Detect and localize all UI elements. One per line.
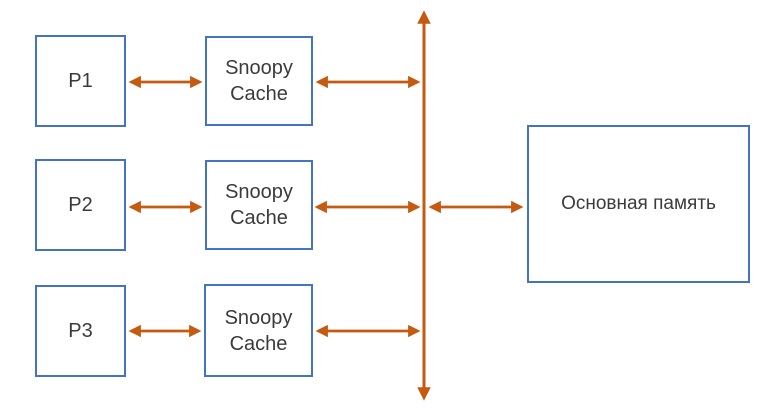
cache-label: Snoopy Cache — [224, 306, 293, 355]
cache-label: Snoopy Cache — [225, 57, 293, 105]
processor-label: P2 — [68, 194, 93, 216]
processor-box-p3: P3 — [35, 285, 126, 377]
cache-box-3: Snoopy Cache — [204, 284, 313, 377]
processor-box-p1: P1 — [35, 35, 126, 127]
processor-label: P3 — [68, 320, 93, 342]
cache-box-1: Snoopy Cache — [205, 36, 313, 126]
processor-label: P1 — [68, 70, 93, 92]
cache-box-2: Snoopy Cache — [205, 160, 313, 250]
main-memory-box: Основная память — [527, 125, 750, 283]
processor-box-p2: P2 — [35, 159, 126, 251]
main-memory-label: Основная память — [561, 192, 716, 214]
cache-label: Snoopy Cache — [225, 181, 293, 229]
